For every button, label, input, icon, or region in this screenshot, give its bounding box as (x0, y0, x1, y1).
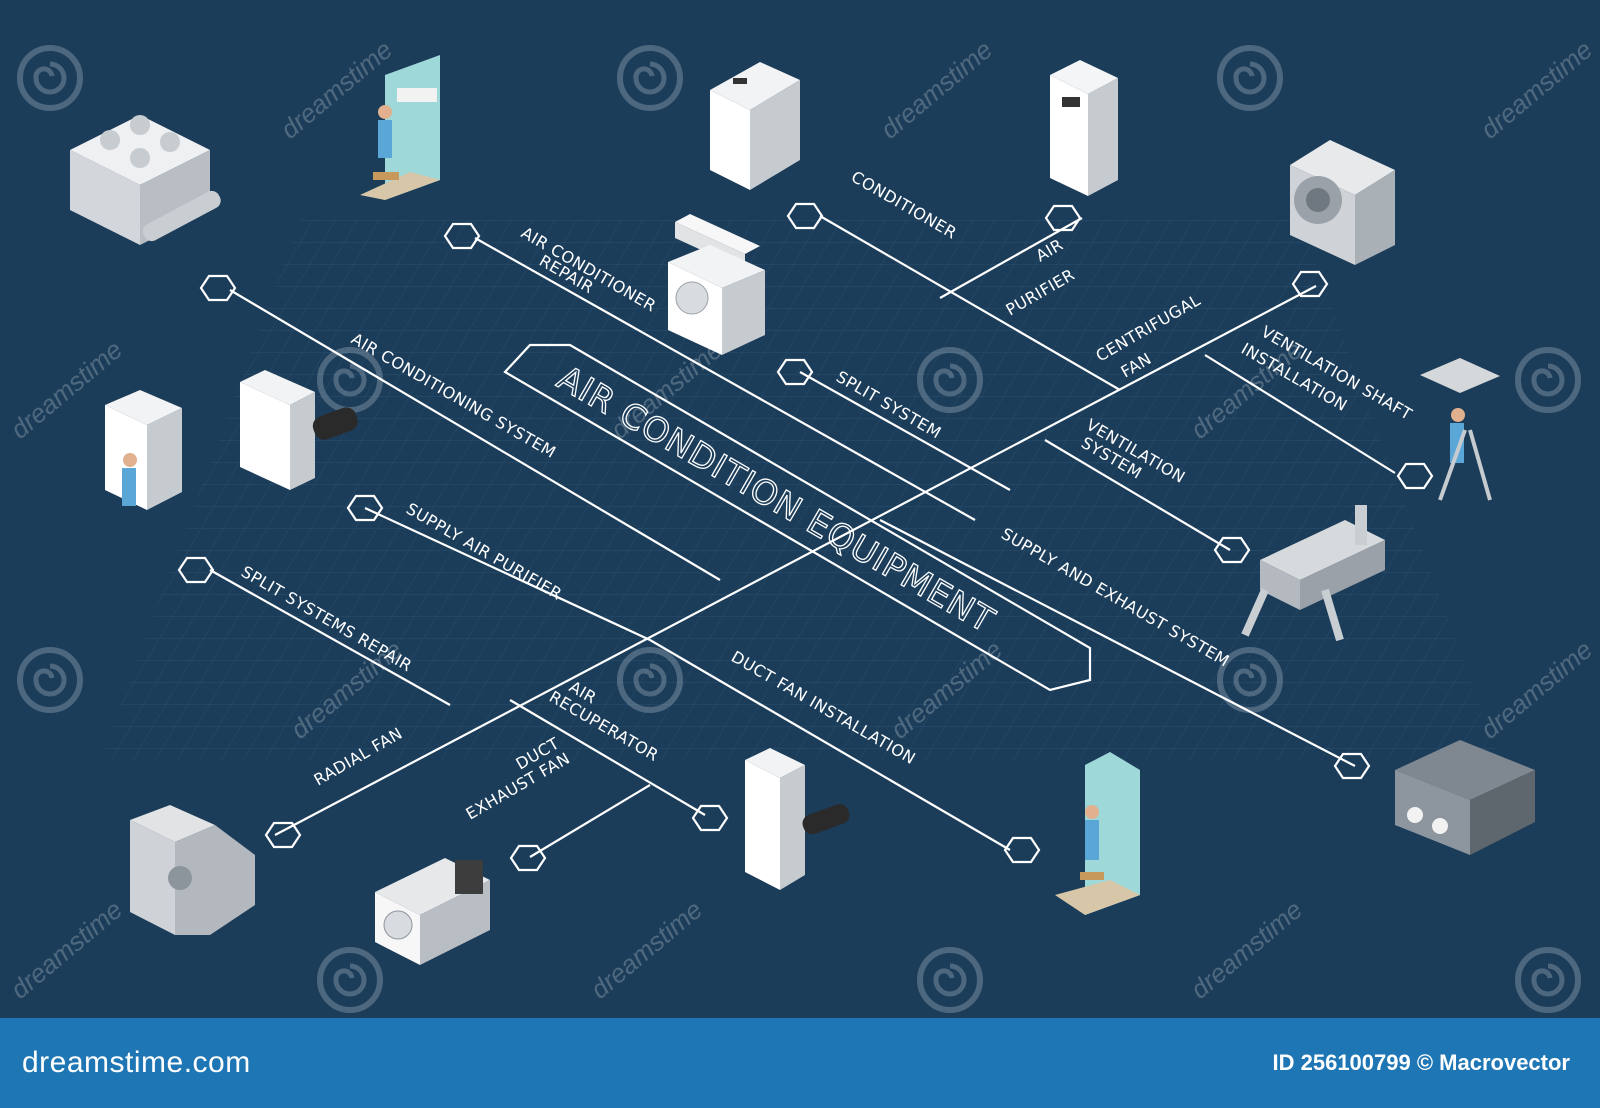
control-cabinet-icon (105, 390, 182, 510)
grid-floor (100, 220, 1500, 760)
line-duct-fan (649, 639, 1011, 851)
air-recuperator-tower-icon (745, 748, 850, 890)
flowchart-diagram: dreamstime dreamstime dreamstime dreamst… (4, 34, 1598, 1013)
chiller-icon (70, 115, 221, 245)
split-system-icon (668, 214, 765, 355)
ventilation-shaft-installer-icon (1420, 358, 1500, 501)
air-purifier-icon (1050, 60, 1118, 196)
technician-wall-icon (360, 55, 440, 200)
footer-brand[interactable]: dreamstime.com (22, 1046, 251, 1079)
duct-exhaust-fan-icon (375, 858, 490, 965)
dehumidifier-icon (240, 370, 358, 490)
line-conditioner (819, 215, 1121, 391)
line-air-conditioning-system (229, 289, 721, 581)
line-air-purifier (939, 217, 1083, 299)
connector-lines (209, 215, 1396, 858)
conditioner-unit-icon (710, 62, 800, 190)
line-supply-purifier (364, 507, 651, 641)
supply-exhaust-unit-icon (1241, 505, 1385, 642)
equipment-illustrations (70, 55, 1535, 965)
centrifugal-fan-icon (1290, 140, 1395, 265)
line-ac-repair (474, 237, 976, 521)
line-centrifugal-radial (274, 285, 1317, 836)
line-duct-exhaust (529, 784, 651, 858)
line-vent-shaft (1204, 354, 1396, 474)
line-supply-exhaust (879, 519, 1356, 767)
radial-fan-icon (130, 805, 255, 935)
line-split-repair (209, 569, 451, 706)
footer-bar: dreamstime.com ID 256100799 © Macrovecto… (0, 1018, 1600, 1108)
duct-fan-technician-icon (1055, 752, 1140, 915)
recuperator-box-icon (1395, 740, 1535, 855)
line-vent-system (1044, 439, 1231, 551)
line-split-system (799, 371, 1011, 491)
line-air-recuperator (509, 699, 706, 816)
footer-credit: ID 256100799 © Macrovector (1272, 1050, 1571, 1075)
